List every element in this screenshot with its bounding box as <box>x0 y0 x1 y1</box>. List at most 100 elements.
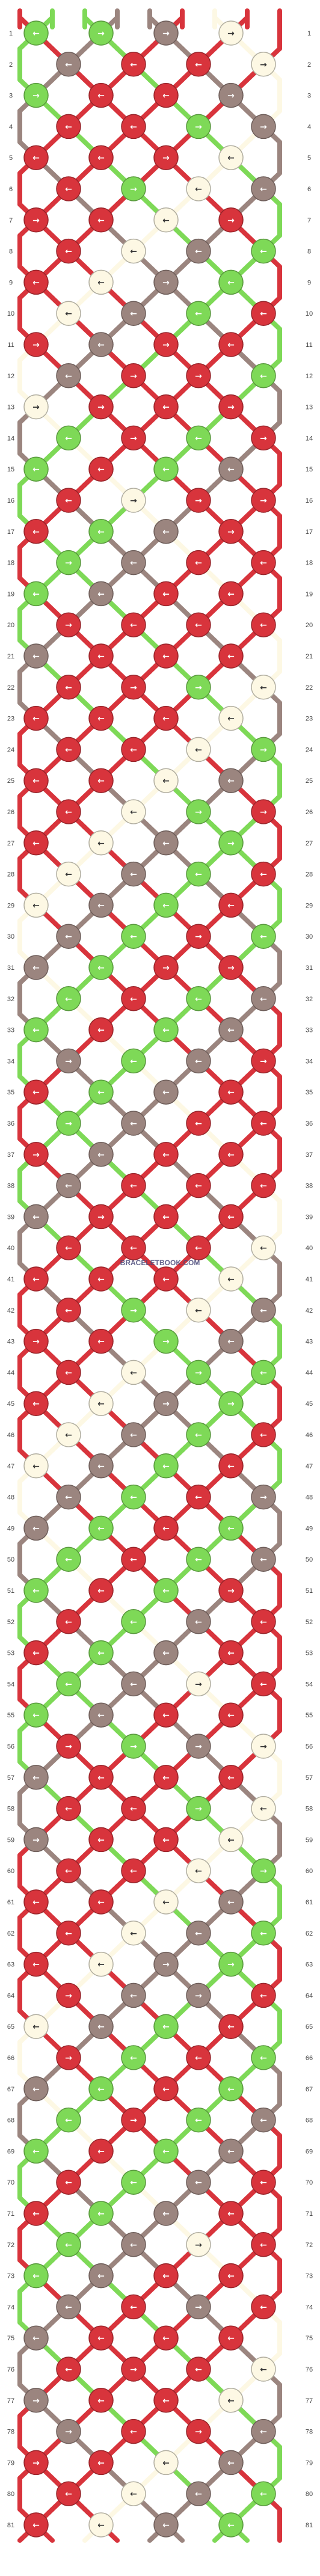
knot: → <box>186 114 211 140</box>
knot-arrow-icon: → <box>130 2116 137 2126</box>
knot: → <box>218 82 244 108</box>
knot-circle <box>23 2325 49 2351</box>
knot-arrow-icon: ← <box>260 683 267 693</box>
knot-circle <box>121 1921 146 1946</box>
knot-circle <box>251 612 276 637</box>
row-label-left: 55 <box>7 1712 14 1719</box>
knot-circle <box>218 1515 244 1541</box>
knot-arrow-icon: ← <box>227 2085 235 2094</box>
row-label-right: 73 <box>306 2273 313 2280</box>
knot: ← <box>218 1017 244 1043</box>
knot-circle <box>186 1547 211 1572</box>
knot-arrow-icon: → <box>227 403 235 412</box>
knot: ← <box>88 82 114 108</box>
knot: ← <box>88 2076 114 2102</box>
knot-circle <box>153 1266 179 1292</box>
knot-circle <box>251 2107 276 2133</box>
knot-circle <box>186 114 211 140</box>
knot-circle <box>153 1827 179 1853</box>
knot-circle <box>218 1578 244 1603</box>
knot: ← <box>153 830 179 856</box>
row-label-right: 44 <box>306 1369 313 1376</box>
knot-circle <box>121 1547 146 1572</box>
knot: → <box>121 363 146 388</box>
knot-arrow-icon: ← <box>130 247 137 257</box>
knot-circle <box>153 332 179 357</box>
row-label-right: 29 <box>306 902 313 909</box>
knot: ← <box>56 1609 81 1634</box>
knot: ← <box>218 892 244 918</box>
knot-arrow-icon: ← <box>260 247 267 257</box>
row-label-right: 49 <box>306 1525 313 1532</box>
row-label-right: 77 <box>306 2397 313 2405</box>
knot-circle <box>56 1422 81 1447</box>
knot: ← <box>23 955 49 980</box>
knot: → <box>153 145 179 170</box>
knot-arrow-icon: ← <box>260 2302 267 2312</box>
knot-circle <box>23 2388 49 2413</box>
row-label-left: 24 <box>7 746 14 753</box>
knot: ← <box>186 2357 211 2382</box>
knot: ← <box>56 488 81 513</box>
row-label-left: 26 <box>7 809 14 816</box>
knot-arrow-icon: ← <box>32 1524 40 1533</box>
knot: ← <box>218 1079 244 1105</box>
knot-circle <box>121 1422 146 1447</box>
knot-circle <box>121 2107 146 2133</box>
knot-arrow-icon: ← <box>97 1773 105 1783</box>
knot-circle <box>218 2450 244 2476</box>
knot-arrow-icon: ← <box>195 60 202 70</box>
knot-arrow-icon: ← <box>32 527 40 537</box>
knot: ← <box>88 1391 114 1416</box>
row-label-right: 43 <box>306 1339 313 1346</box>
row-label-left: 38 <box>7 1183 14 1190</box>
knot-arrow-icon: → <box>260 496 267 506</box>
row-label-left: 77 <box>7 2397 14 2405</box>
knot-circle <box>186 1796 211 1821</box>
knot: ← <box>251 1983 276 2008</box>
knot-circle <box>23 1204 49 1230</box>
knot-circle <box>218 955 244 980</box>
knot-circle <box>218 2388 244 2413</box>
knot: → <box>88 394 114 420</box>
knot-circle <box>251 799 276 824</box>
row-label-left: 10 <box>7 310 14 317</box>
knot-arrow-icon: → <box>162 1399 170 1409</box>
knot-arrow-icon: ← <box>97 1275 105 1284</box>
knot-arrow-icon: ← <box>260 995 267 1004</box>
knot-arrow-icon: ← <box>227 1275 235 1284</box>
knot-arrow-icon: ← <box>97 1026 105 1035</box>
knot: ← <box>153 1017 179 1043</box>
knot-circle <box>186 301 211 326</box>
row-label-right: 30 <box>306 933 313 940</box>
knot-arrow-icon: ← <box>65 745 72 755</box>
knot-circle <box>153 1640 179 1666</box>
knot: ← <box>251 1235 276 1260</box>
row-label-left: 41 <box>7 1276 14 1283</box>
knot-circle <box>153 2450 179 2476</box>
knot: ← <box>23 768 49 793</box>
knot: ← <box>23 1079 49 1105</box>
knot-arrow-icon: ← <box>97 1649 105 1658</box>
knot-arrow-icon: → <box>195 1742 202 1752</box>
knot: ← <box>153 2388 179 2413</box>
knot-arrow-icon: ← <box>227 340 235 350</box>
row-label-left: 58 <box>7 1806 14 1813</box>
knot-circle <box>121 1609 146 1634</box>
knot-circle <box>23 2076 49 2102</box>
knot-arrow-icon: ← <box>97 963 105 973</box>
knot: ← <box>186 1111 211 1136</box>
knot: ← <box>88 830 114 856</box>
knot-arrow-icon: ← <box>130 1555 137 1565</box>
knot-circle <box>121 1048 146 1074</box>
knot-circle <box>56 924 81 949</box>
knot-circle <box>153 394 179 420</box>
knot-circle <box>23 2512 49 2538</box>
row-label-right: 21 <box>306 653 313 660</box>
knot-arrow-icon: → <box>162 153 170 163</box>
knot-arrow-icon: ← <box>65 1306 72 1316</box>
knot-arrow-icon: → <box>65 621 72 630</box>
knot-arrow-icon: → <box>195 372 202 381</box>
knot: ← <box>23 1266 49 1292</box>
row-label-right: 39 <box>306 1213 313 1221</box>
